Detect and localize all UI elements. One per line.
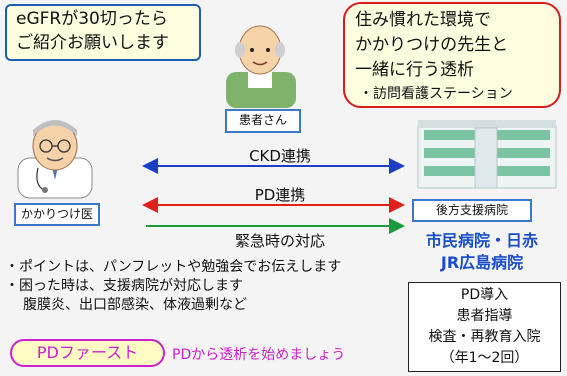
emergency-flow-label: 緊急時の対応 bbox=[234, 232, 325, 250]
pd-service-line: 検査・再教育入院 bbox=[428, 329, 541, 345]
pd-service-line: 患者指導 bbox=[456, 308, 513, 324]
home-dialysis-callout: 住み慣れた環境で かかりつけの先生と 一緒に行う透析 ・訪問看護ステーション bbox=[343, 2, 561, 108]
home-dialysis-line: 一緒に行う透析 bbox=[355, 60, 474, 80]
home-dialysis-line: かかりつけの先生と bbox=[355, 35, 509, 55]
hospital-illustration bbox=[417, 120, 557, 189]
hospital-label: 後方支援病院 bbox=[412, 199, 532, 222]
hospital-name: 市民病院・日赤 bbox=[425, 231, 538, 250]
key-point: ・ポイントは、パンフレットや勉強会でお伝えします bbox=[5, 259, 342, 275]
pd-first-badge: PDファースト bbox=[10, 339, 165, 367]
home-dialysis-line: 住み慣れた環境で bbox=[355, 10, 491, 30]
pd-flow-label: PD連携 bbox=[254, 186, 306, 204]
referral-callout: eGFRが30切ったら ご紹介お願いします bbox=[5, 4, 201, 61]
key-point-detail: 腹膜炎、出口部感染、体液過剰など bbox=[23, 297, 247, 313]
home-dialysis-sub: ・訪問看護ステーション bbox=[359, 86, 513, 102]
support-hospitals: 市民病院・日赤 JR広島病院 bbox=[412, 230, 552, 274]
pd-services-box: PD導入 患者指導 検査・再教育入院 （年1〜2回） bbox=[408, 282, 561, 372]
key-point: ・困った時は、支援病院が対応します bbox=[5, 278, 243, 294]
pd-service-line: （年1〜2回） bbox=[440, 350, 529, 366]
pd-first-slogan: PDから透析を始めましょう bbox=[172, 347, 346, 363]
doctor-label: かかりつけ医 bbox=[14, 203, 100, 226]
doctor-illustration bbox=[17, 120, 93, 199]
referral-callout-line: ご紹介お願いします bbox=[16, 33, 169, 53]
hospital-name: JR広島病院 bbox=[440, 253, 524, 272]
key-points: ・ポイントは、パンフレットや勉強会でお伝えします ・困った時は、支援病院が対応し… bbox=[5, 258, 415, 315]
pd-service-line: PD導入 bbox=[460, 287, 509, 303]
ckd-flow-label: CKD連携 bbox=[249, 147, 311, 165]
referral-callout-line: eGFRが30切ったら bbox=[16, 9, 168, 29]
patient-label: 患者さん bbox=[225, 109, 301, 133]
patient-illustration bbox=[226, 25, 296, 108]
